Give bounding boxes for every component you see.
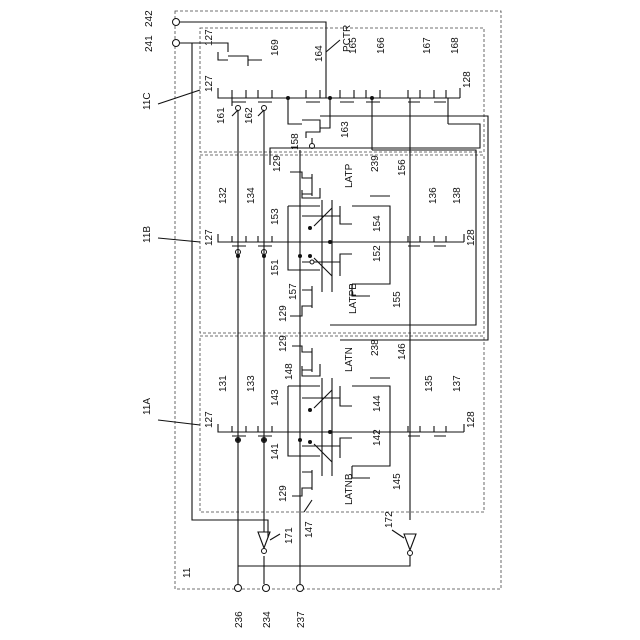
svg-text:155: 155 (392, 291, 403, 308)
svg-text:135: 135 (424, 375, 435, 392)
terminal-236 (235, 585, 242, 592)
terminal-242 (173, 19, 180, 26)
terminal-237 (297, 585, 304, 592)
svg-text:127: 127 (204, 75, 215, 92)
svg-text:146: 146 (397, 343, 408, 360)
svg-text:164: 164 (314, 45, 325, 62)
block-11a-circuit: 129 LATN 238 146 148 131 133 143 144 135… (204, 335, 477, 538)
svg-text:147: 147 (304, 521, 315, 538)
svg-text:143: 143 (270, 389, 281, 406)
block-11b-outline (200, 155, 484, 333)
block-label-11b: 11B (142, 226, 153, 243)
svg-text:134: 134 (246, 187, 257, 204)
svg-text:128: 128 (466, 229, 477, 246)
svg-text:129: 129 (278, 485, 289, 502)
svg-text:163: 163 (340, 121, 351, 138)
svg-text:129: 129 (272, 155, 283, 172)
svg-text:162: 162 (244, 107, 255, 124)
signal-latpb: LATPB (348, 283, 359, 314)
input-terminals: 241 242 (144, 10, 326, 538)
svg-text:237: 237 (296, 611, 307, 628)
svg-text:129: 129 (278, 305, 289, 322)
block-label-11c: 11C (142, 92, 153, 110)
block-11a-outline (200, 336, 484, 512)
signal-latp: LATP (344, 163, 355, 188)
svg-text:141: 141 (270, 443, 281, 460)
svg-text:238: 238 (370, 339, 381, 356)
svg-text:132: 132 (218, 187, 229, 204)
svg-text:234: 234 (262, 611, 273, 628)
svg-text:127: 127 (204, 229, 215, 246)
svg-text:161: 161 (216, 107, 227, 124)
svg-text:154: 154 (372, 215, 383, 232)
svg-text:128: 128 (462, 71, 473, 88)
svg-text:127: 127 (204, 29, 215, 46)
svg-text:151: 151 (270, 259, 281, 276)
block-label-11a: 11A (142, 398, 153, 415)
terminal-234 (263, 585, 270, 592)
svg-text:127: 127 (204, 411, 215, 428)
svg-text:148: 148 (284, 363, 295, 380)
svg-text:169: 169 (270, 39, 281, 56)
svg-text:144: 144 (372, 395, 383, 412)
svg-text:138: 138 (452, 187, 463, 204)
svg-text:142: 142 (372, 429, 383, 446)
svg-text:145: 145 (392, 473, 403, 490)
inverter-172: 172 (238, 511, 416, 566)
signal-latn: LATN (344, 347, 355, 372)
svg-text:166: 166 (376, 37, 387, 54)
svg-text:171: 171 (284, 527, 295, 544)
svg-text:128: 128 (466, 411, 477, 428)
svg-text:165: 165 (348, 37, 359, 54)
svg-text:172: 172 (384, 511, 395, 528)
output-terminals: 236 234 237 (234, 585, 307, 629)
label-241-242: 241 (144, 35, 155, 52)
svg-text:168: 168 (450, 37, 461, 54)
label-242: 242 (144, 10, 155, 27)
svg-text:239: 239 (370, 155, 381, 172)
svg-text:137: 137 (452, 375, 463, 392)
svg-text:133: 133 (246, 375, 257, 392)
svg-text:157: 157 (288, 283, 299, 300)
terminal-241 (173, 40, 180, 47)
svg-text:129: 129 (278, 335, 289, 352)
svg-text:152: 152 (372, 245, 383, 262)
svg-text:236: 236 (234, 611, 245, 628)
svg-text:167: 167 (422, 37, 433, 54)
svg-text:131: 131 (218, 375, 229, 392)
svg-text:153: 153 (270, 208, 281, 225)
outer-label-11: 11 (182, 567, 193, 578)
block-11b-circuit: 129 158 LATP 239 156 132 134 153 154 136… (204, 133, 477, 322)
svg-text:156: 156 (397, 159, 408, 176)
svg-text:158: 158 (290, 133, 301, 150)
svg-text:136: 136 (428, 187, 439, 204)
